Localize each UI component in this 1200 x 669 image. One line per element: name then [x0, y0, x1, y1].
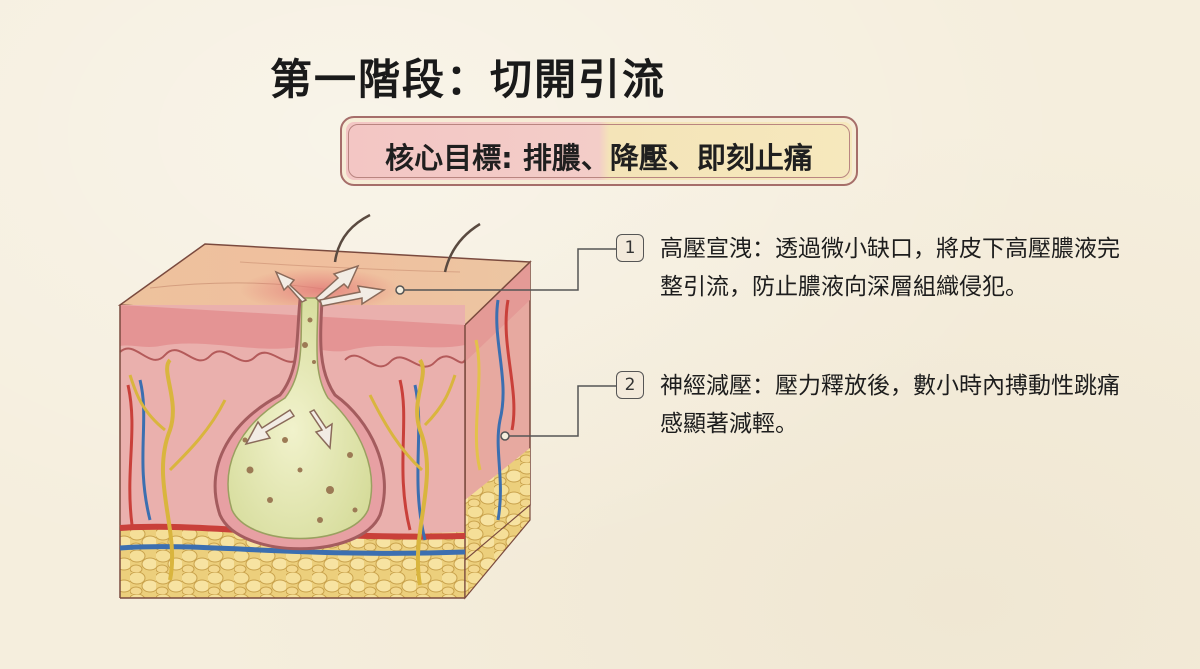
point-2: 2 神經減壓：壓力釋放後，數小時內搏動性跳痛感顯著減輕。 [616, 367, 1130, 443]
point-2-number-badge: 2 [616, 371, 644, 399]
point-1-number-badge: 1 [616, 234, 644, 262]
goal-text: 核心目標: 排膿、降壓、即刻止痛 [385, 141, 813, 175]
goal-banner-inner-border [348, 124, 850, 178]
block-front-face [119, 297, 531, 600]
page-title: 第一階段：切開引流 [270, 55, 667, 104]
point-1-text: 高壓宣洩：透過微小缺口，將皮下高壓膿液完整引流，防止膿液向深層組織侵犯。 [660, 236, 1120, 300]
callout-leaders [395, 248, 616, 441]
point-1: 1 高壓宣洩：透過微小缺口，將皮下高壓膿液完整引流，防止膿液向深層組織侵犯。 [616, 230, 1130, 306]
point-2-text: 神經減壓：壓力釋放後，數小時內搏動性跳痛感顯著減輕。 [660, 373, 1120, 437]
goal-banner: 核心目標: 排膿、降壓、即刻止痛 [340, 116, 858, 186]
hair-left [333, 213, 371, 263]
hair-right [443, 222, 481, 273]
drainage-arrows [244, 264, 387, 450]
block-right-face [464, 260, 531, 562]
